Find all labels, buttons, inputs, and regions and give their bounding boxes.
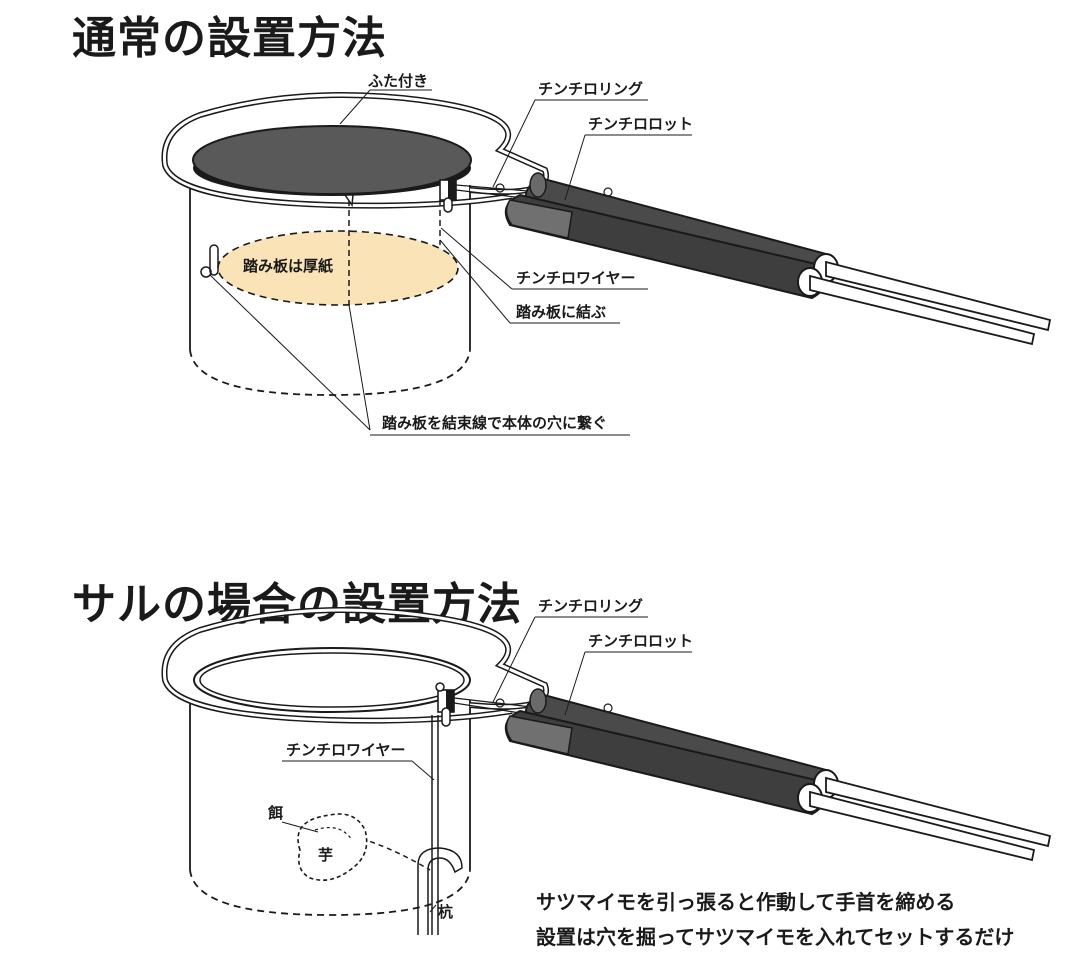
label-stake: 杭 bbox=[438, 903, 454, 921]
diagram1-title: 通常の設置方法 bbox=[72, 13, 387, 64]
label-ring-2: チンチロリング bbox=[538, 597, 644, 615]
leaders-2 bbox=[281, 616, 692, 913]
label-wire-2: チンチロワイヤー bbox=[286, 741, 406, 759]
wire-stake bbox=[417, 715, 463, 935]
label-ring-1: チンチロリング bbox=[538, 80, 644, 98]
pipe-body-2 bbox=[189, 700, 471, 916]
pipe-opening-2 bbox=[193, 647, 471, 713]
label-tie-plate: 踏み板を結束線で本体の穴に繋ぐ bbox=[382, 414, 608, 432]
rod-2 bbox=[504, 688, 1052, 862]
potato bbox=[297, 813, 368, 881]
leaders-1 bbox=[209, 89, 692, 436]
note-line-2: 設置は穴を掘ってサツマイモを入れてセットするだけ bbox=[536, 925, 1015, 949]
label-plate: 踏み板は厚紙 bbox=[243, 257, 334, 275]
lid-1 bbox=[192, 125, 472, 196]
pipe-body-1 bbox=[189, 185, 471, 396]
label-wire-1: チンチロワイヤー bbox=[516, 269, 636, 287]
note-line-1: サツマイモを引っ張ると作動して手首を締める bbox=[536, 890, 956, 914]
label-potato: 芋 bbox=[318, 846, 334, 864]
label-rod-2: チンチロロット bbox=[588, 632, 694, 650]
label-tie: 踏み板に結ぶ bbox=[516, 303, 607, 321]
label-lid: ふた付き bbox=[368, 72, 429, 90]
label-bait: 餌 bbox=[268, 804, 284, 822]
rod-1 bbox=[504, 172, 1052, 346]
clamp-2 bbox=[435, 682, 455, 727]
label-rod-1: チンチロロット bbox=[588, 115, 694, 133]
tie-wire-1 bbox=[200, 244, 219, 278]
